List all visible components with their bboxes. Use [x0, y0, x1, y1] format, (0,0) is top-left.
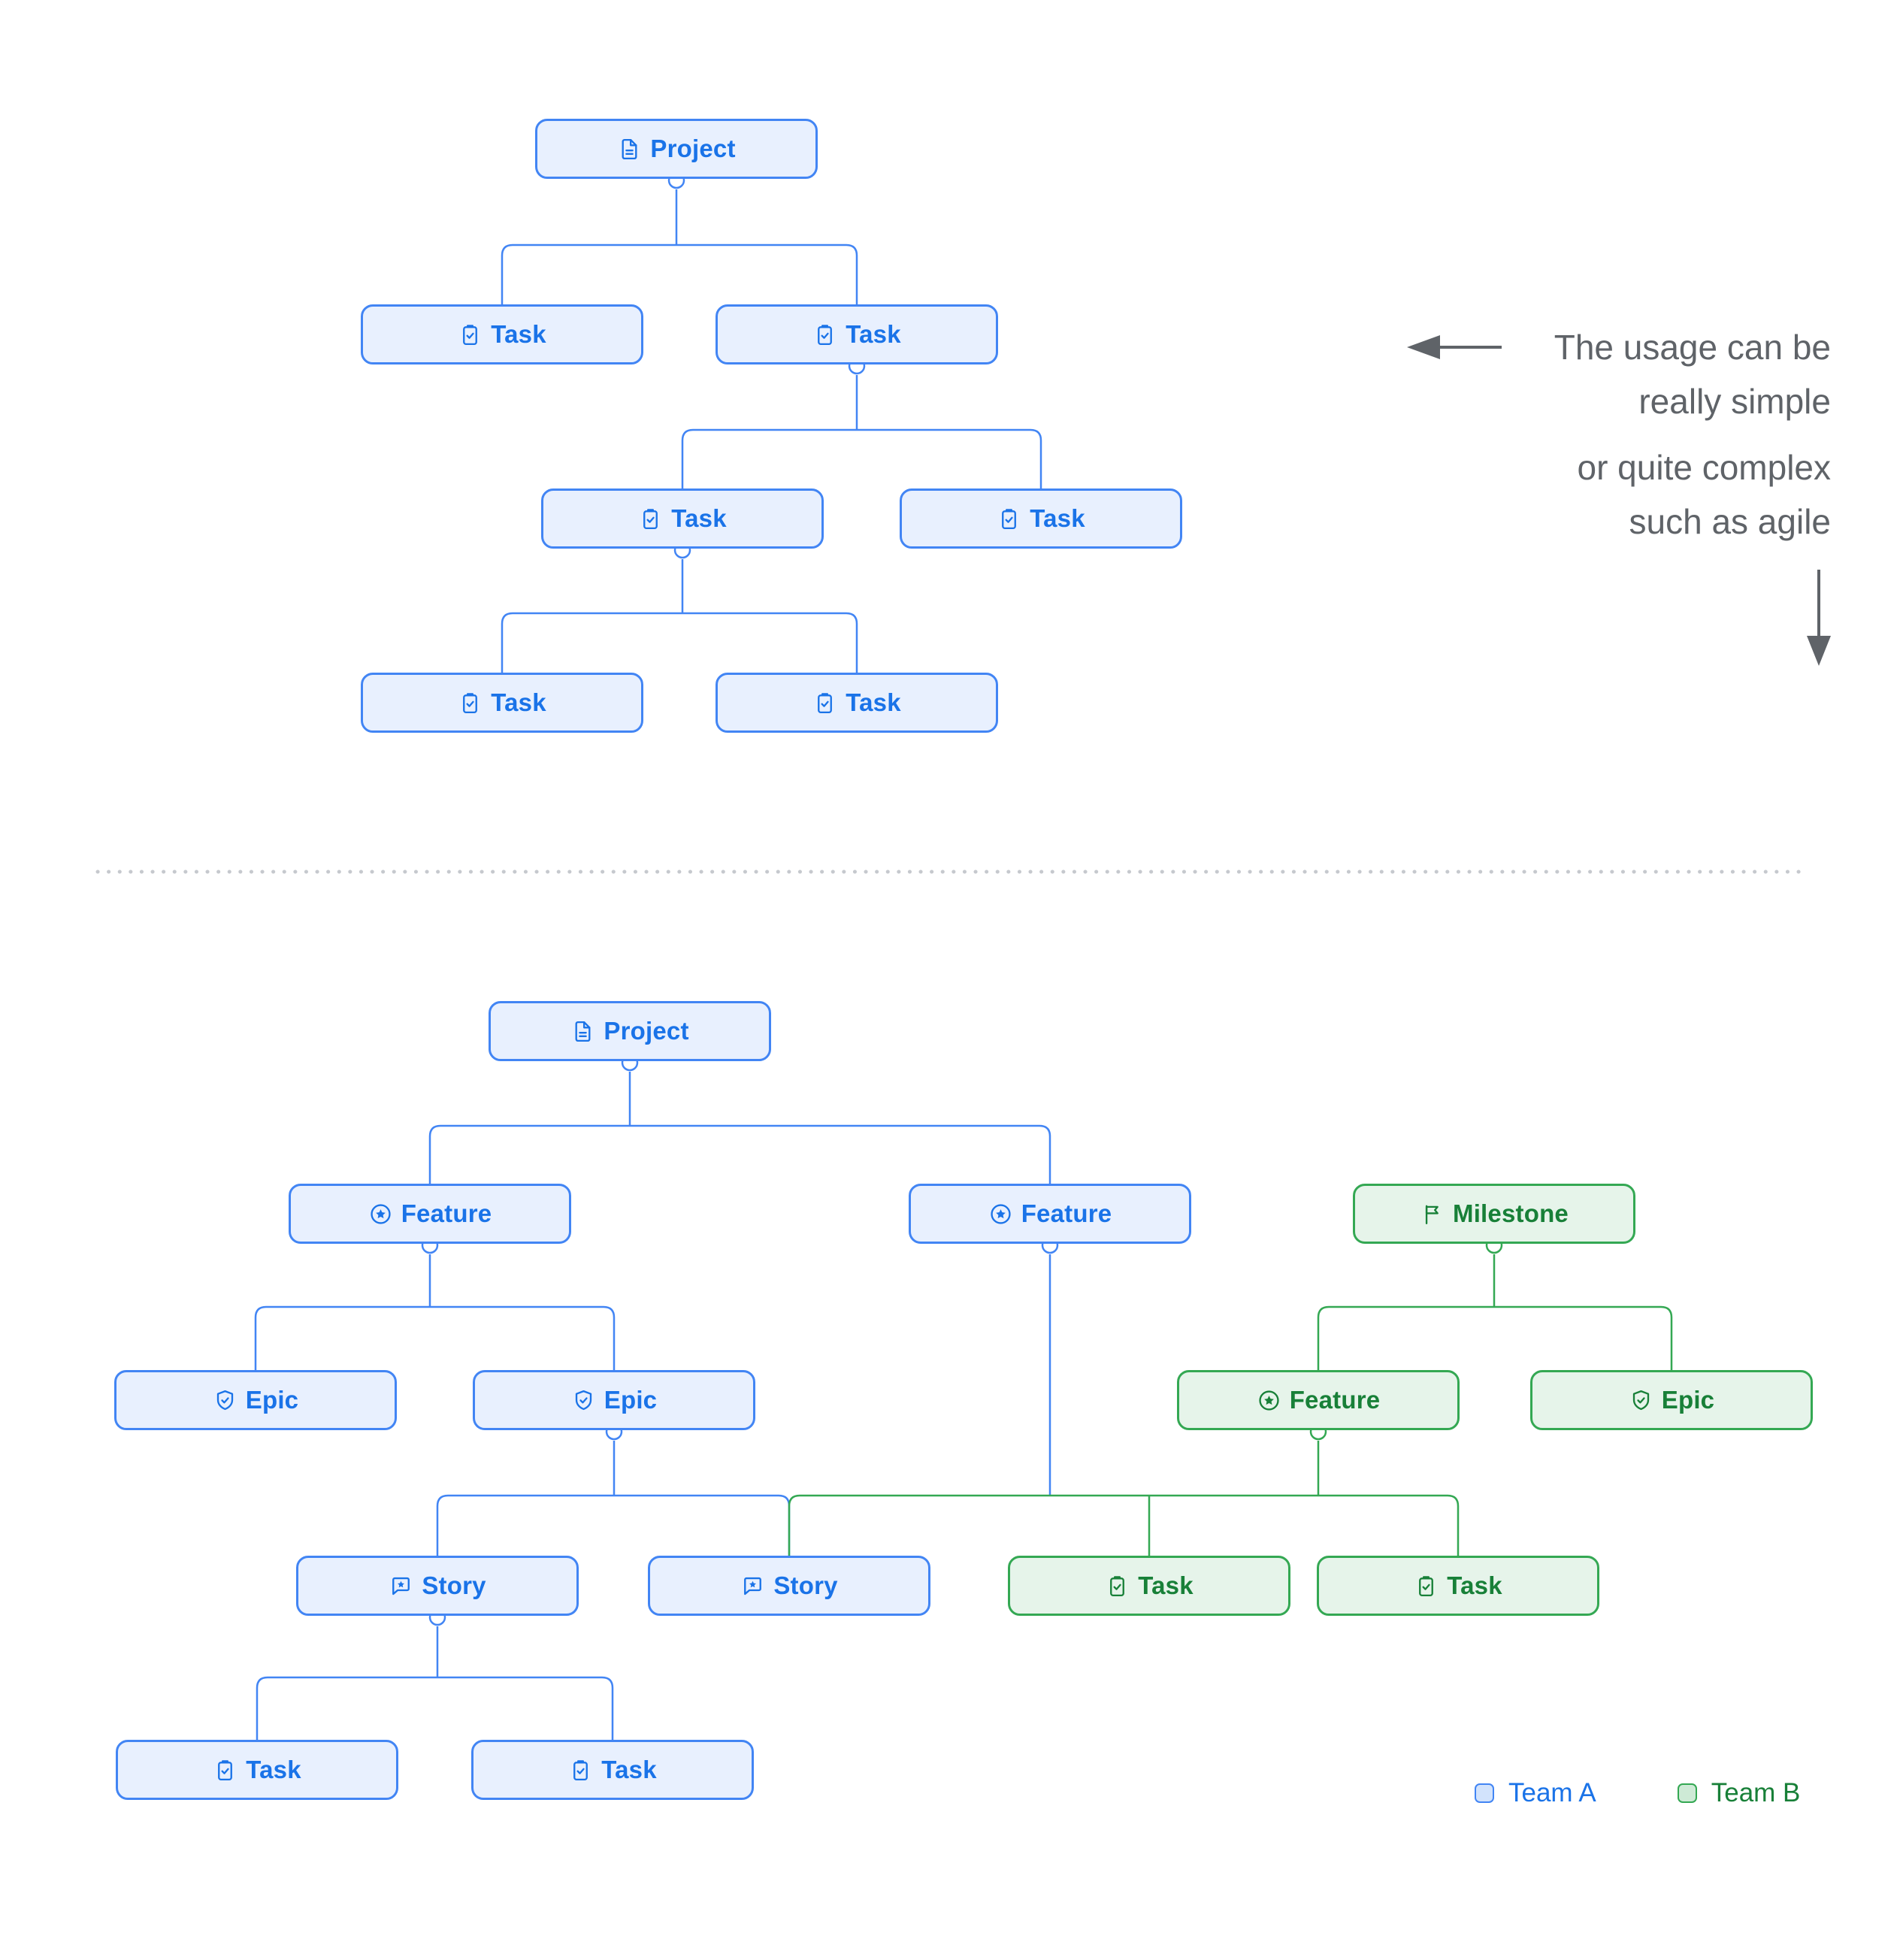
story-icon — [389, 1574, 413, 1599]
node-task-2a: Task — [541, 488, 824, 549]
node-task-b2: Task — [1317, 1556, 1599, 1616]
edge-epic-a2 — [436, 1441, 791, 1556]
node-label: Epic — [1661, 1386, 1715, 1414]
node-task-3a: Task — [361, 673, 643, 733]
node-label: Task — [246, 1756, 301, 1783]
node-label: Story — [773, 1571, 838, 1599]
node-label: Task — [1138, 1571, 1194, 1599]
node-task-3b: Task — [716, 673, 998, 733]
milestone-icon — [1420, 1202, 1445, 1227]
node-label: Task — [846, 688, 901, 716]
team-a-swatch — [1475, 1783, 1494, 1803]
task-icon — [997, 507, 1021, 531]
team-b-swatch — [1677, 1783, 1697, 1803]
task-icon — [458, 322, 483, 347]
left-arrow — [1407, 335, 1502, 359]
feature-icon — [1257, 1388, 1281, 1413]
task-icon — [812, 691, 837, 715]
node-label: Task — [846, 320, 901, 348]
node-label: Epic — [245, 1386, 299, 1414]
task-icon — [213, 1758, 237, 1783]
node-task-5a: Task — [116, 1740, 398, 1800]
node-label: Project — [650, 135, 736, 162]
node-task-2b: Task — [900, 488, 1182, 549]
node-label: Task — [671, 504, 727, 532]
node-label: Task — [601, 1756, 657, 1783]
node-label: Task — [491, 320, 546, 348]
node-task-1b: Task — [716, 304, 998, 364]
node-project-top: Project — [535, 119, 818, 179]
story-icon — [740, 1574, 765, 1599]
node-feature-a2: Feature — [909, 1184, 1191, 1244]
annotation-block-complex: or quite complex such as agile — [1554, 440, 1832, 549]
task-icon — [1105, 1574, 1130, 1599]
node-label: Task — [1447, 1571, 1502, 1599]
task-icon — [812, 322, 837, 347]
annotation-block-simple: The usage can be really simple — [1554, 320, 1831, 428]
node-label: Epic — [604, 1386, 658, 1414]
document-icon — [617, 137, 642, 162]
document-icon — [570, 1019, 595, 1044]
feature-icon — [988, 1202, 1013, 1227]
annotation-line: The usage can be — [1554, 328, 1831, 367]
node-label: Task — [491, 688, 546, 716]
annotation-line: such as agile — [1629, 502, 1832, 541]
epic-icon — [1629, 1388, 1653, 1413]
legend: Team A Team B — [1475, 1778, 1800, 1808]
epic-icon — [213, 1388, 237, 1413]
down-arrow — [1807, 570, 1831, 666]
task-icon — [638, 507, 663, 531]
legend-label-team-b: Team B — [1711, 1778, 1801, 1807]
task-icon — [458, 691, 483, 715]
node-label: Task — [1030, 504, 1085, 532]
edge-story-1 — [256, 1626, 614, 1740]
edge-project-bottom — [428, 1072, 1051, 1184]
legend-item-team-a: Team A — [1475, 1778, 1596, 1808]
legend-item-team-b: Team B — [1677, 1778, 1801, 1808]
node-label: Milestone — [1453, 1199, 1569, 1227]
task-icon — [568, 1758, 593, 1783]
task-icon — [1414, 1574, 1439, 1599]
node-milestone: Milestone — [1353, 1184, 1635, 1244]
annotation-line: really simple — [1638, 382, 1831, 421]
node-feature-b: Feature — [1177, 1370, 1460, 1430]
node-task-b1: Task — [1008, 1556, 1290, 1616]
node-label: Feature — [401, 1199, 492, 1227]
node-task-1a: Task — [361, 304, 643, 364]
node-story-2: Story — [648, 1556, 930, 1616]
legend-label-team-a: Team A — [1508, 1778, 1596, 1807]
node-task-5b: Task — [471, 1740, 754, 1800]
node-label: Project — [604, 1017, 689, 1045]
edge-milestone — [1317, 1254, 1673, 1370]
annotation-line: or quite complex — [1577, 448, 1832, 487]
node-epic-a2: Epic — [473, 1370, 755, 1430]
edge-feature-b — [788, 1441, 1460, 1556]
edge-task-1b — [681, 375, 1042, 488]
node-story-1: Story — [296, 1556, 579, 1616]
node-label: Story — [422, 1571, 486, 1599]
node-epic-b: Epic — [1530, 1370, 1813, 1430]
node-epic-a1: Epic — [114, 1370, 397, 1430]
node-label: Feature — [1021, 1199, 1112, 1227]
epic-icon — [571, 1388, 596, 1413]
node-label: Feature — [1289, 1386, 1381, 1414]
node-project-bottom: Project — [489, 1001, 771, 1061]
edge-project-top — [501, 189, 858, 304]
annotation-text: The usage can be really simple or quite … — [1554, 320, 1831, 549]
edge-task-2a — [501, 559, 858, 673]
node-feature-a1: Feature — [289, 1184, 571, 1244]
edge-feature-a1 — [254, 1254, 616, 1370]
feature-icon — [368, 1202, 393, 1227]
